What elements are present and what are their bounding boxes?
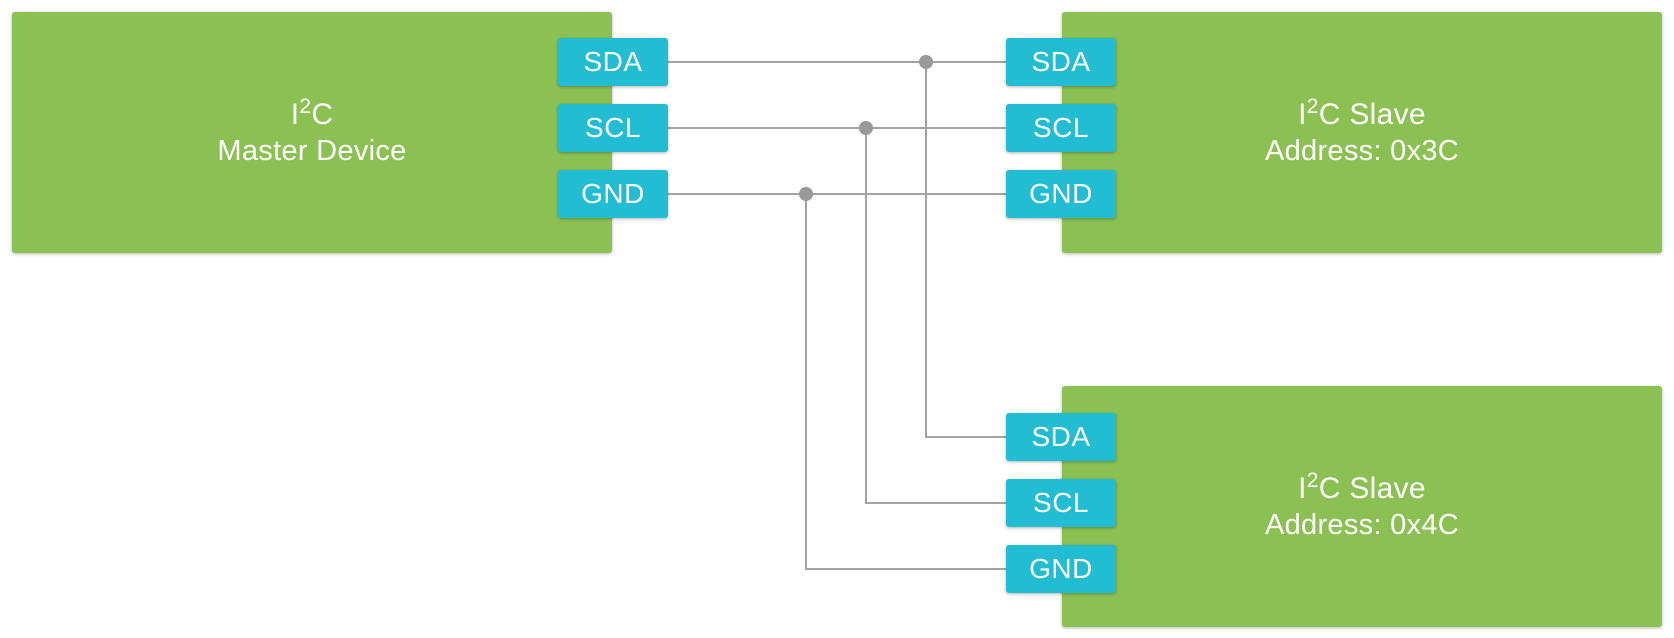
- gnd-bus: [668, 187, 1006, 570]
- slave-device-0x3c-address: Address: 0x3C: [1264, 134, 1460, 167]
- slave-device-0x4c-block: I2C Slave Address: 0x4C: [1062, 386, 1662, 627]
- slave2-pin-sda: SDA: [1006, 413, 1116, 461]
- gnd-wire-to-slave2: [805, 194, 1006, 570]
- slave-device-0x3c-label: I2C Slave Address: 0x3C: [1264, 94, 1460, 169]
- sda-wire-to-slave2: [925, 62, 1006, 438]
- scl-wire-to-slave2: [865, 128, 1006, 504]
- slave1-pin-gnd: GND: [1006, 170, 1116, 218]
- scl-bus: [668, 121, 1006, 504]
- slave-device-0x4c-title: I2C Slave: [1298, 468, 1426, 505]
- master-pin-gnd: GND: [558, 170, 668, 218]
- slave-device-0x4c-address: Address: 0x4C: [1264, 508, 1460, 541]
- slave-device-0x3c-title: I2C Slave: [1298, 94, 1426, 131]
- master-device-title: I2C: [290, 94, 334, 131]
- sda-junction-dot: [919, 55, 933, 69]
- master-pin-scl: SCL: [558, 104, 668, 152]
- slave-device-0x3c-block: I2C Slave Address: 0x3C: [1062, 12, 1662, 253]
- master-pin-sda: SDA: [558, 38, 668, 86]
- slave2-pin-gnd: GND: [1006, 545, 1116, 593]
- scl-junction-dot: [859, 121, 873, 135]
- slave1-pin-scl: SCL: [1006, 104, 1116, 152]
- master-device-block: I2C Master Device: [12, 12, 612, 253]
- master-device-subtitle: Master Device: [217, 134, 407, 167]
- gnd-junction-dot: [799, 187, 813, 201]
- slave2-pin-scl: SCL: [1006, 479, 1116, 527]
- sda-bus: [668, 55, 1006, 438]
- slave-device-0x4c-label: I2C Slave Address: 0x4C: [1264, 468, 1460, 543]
- master-device-label: I2C Master Device: [217, 94, 407, 169]
- slave1-pin-sda: SDA: [1006, 38, 1116, 86]
